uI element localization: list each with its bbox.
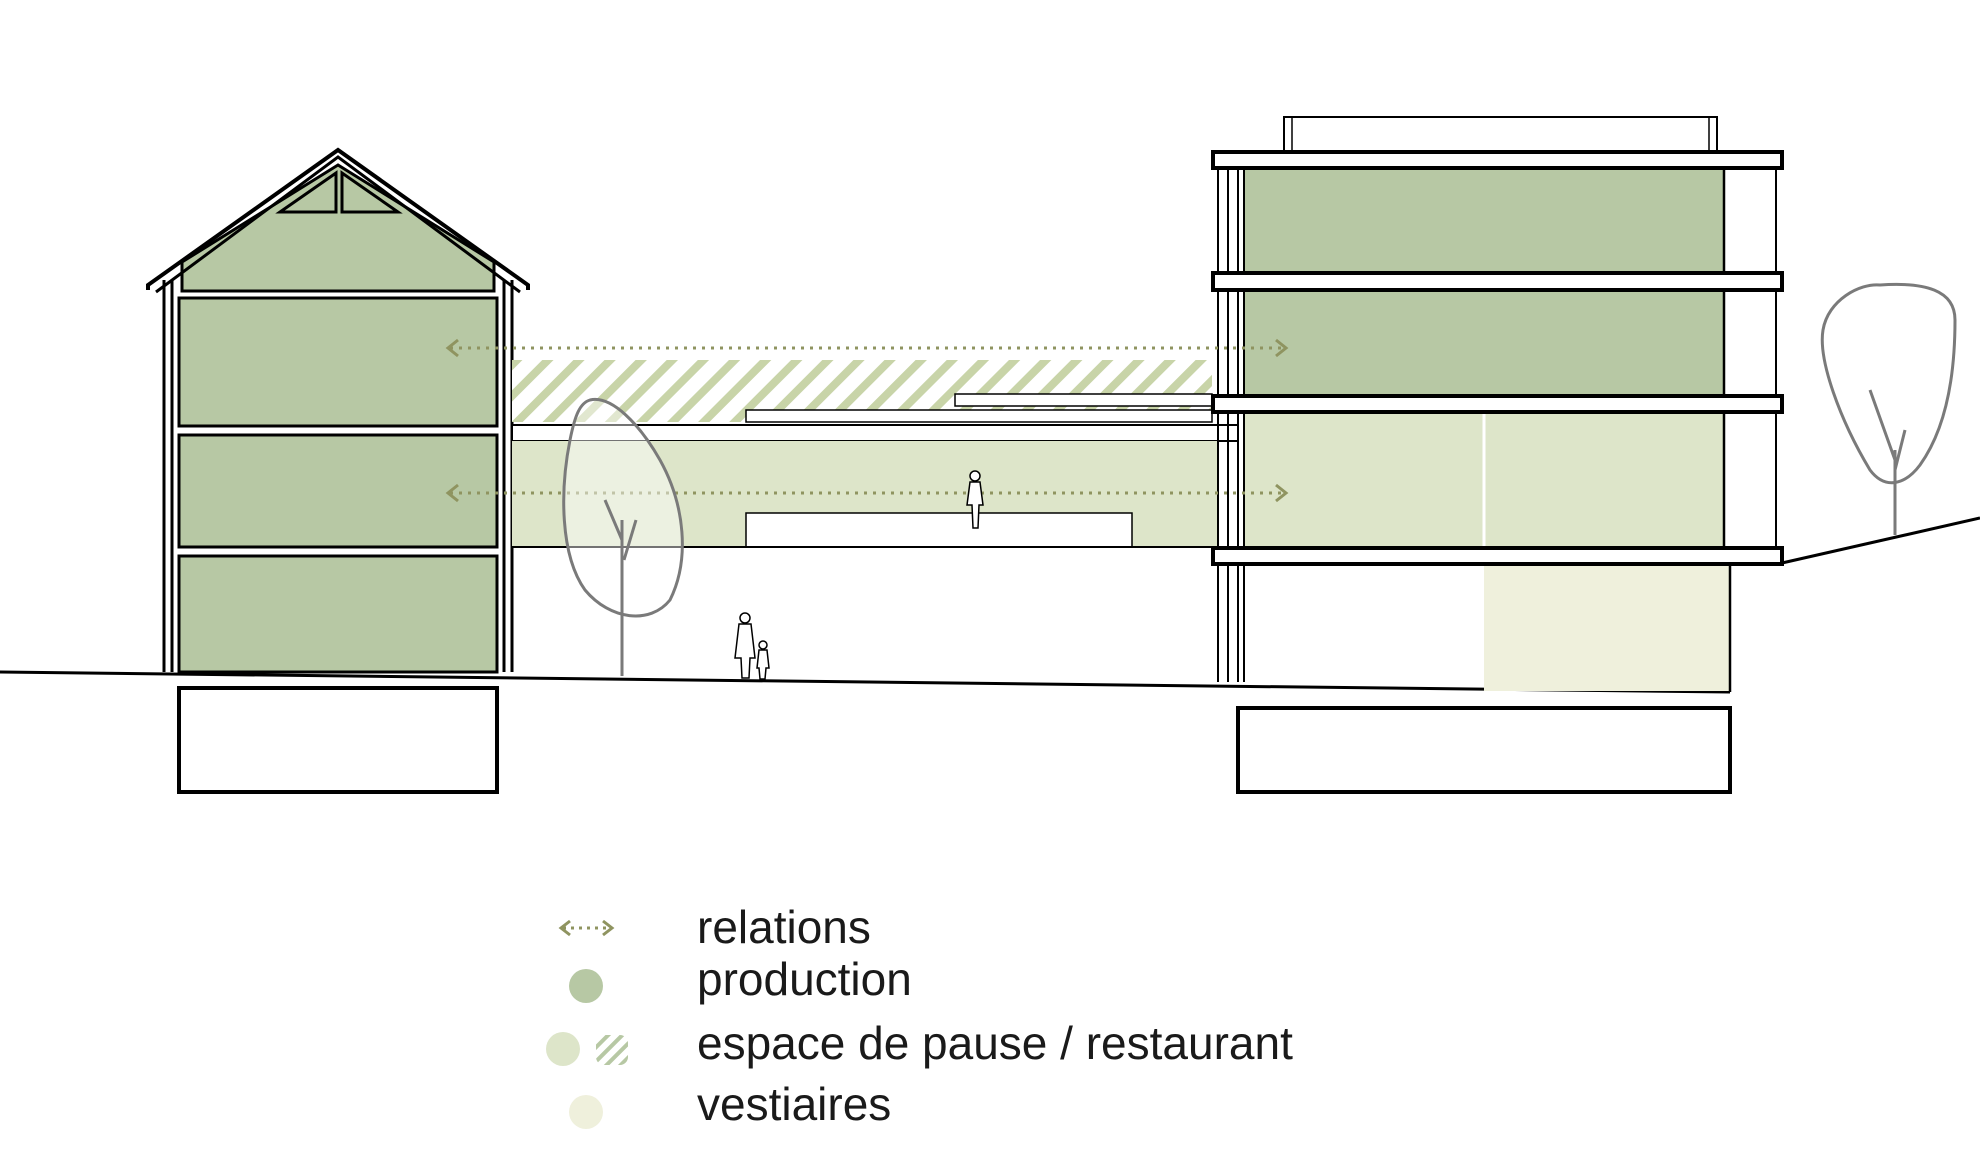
people-on-ground — [734, 612, 770, 680]
legend-label-relations: relations — [697, 901, 871, 953]
slab-3 — [1211, 271, 1784, 292]
left-floor-2 — [177, 433, 499, 549]
ground-line — [0, 516, 1980, 694]
right-floor-3 — [1244, 290, 1724, 396]
legend-label-production: production — [697, 953, 912, 1005]
relations-arrows — [445, 338, 1289, 503]
tree-left — [562, 397, 684, 676]
legend-label-pause: espace de pause / restaurant — [697, 1017, 1293, 1069]
legend-item-pause: espace de pause / restaurant — [546, 1017, 1293, 1069]
tree-right — [1820, 282, 1957, 535]
person-on-bridge — [966, 470, 984, 529]
vestiaires-zone — [1484, 564, 1730, 691]
relations-arrow-lower — [445, 483, 1289, 503]
slab-1 — [1211, 546, 1784, 566]
left-foundation — [177, 686, 499, 794]
slab-2 — [1211, 394, 1784, 414]
left-floor-3 — [177, 296, 499, 428]
left-floor-1 — [177, 554, 499, 674]
vestiaires-swatch-icon — [569, 1095, 603, 1129]
legend-label-vestiaires: vestiaires — [697, 1078, 891, 1130]
connector — [511, 360, 1239, 548]
legend: relations production espace de pause / r… — [546, 901, 1293, 1130]
legend-item-relations: relations — [558, 901, 871, 953]
production-swatch-icon — [569, 969, 603, 1003]
relations-arrow-upper — [445, 338, 1289, 358]
left-building — [146, 147, 530, 794]
right-building — [1211, 116, 1784, 794]
legend-item-vestiaires: vestiaires — [569, 1078, 891, 1130]
right-foundation — [1236, 706, 1732, 794]
pause-hatch-swatch-icon — [596, 1035, 628, 1065]
roof-slab — [1211, 150, 1784, 170]
pause-swatch-icon — [546, 1032, 580, 1066]
dotted-double-arrow-icon — [558, 919, 615, 937]
right-floor-4 — [1244, 166, 1724, 274]
legend-item-production: production — [569, 953, 912, 1005]
